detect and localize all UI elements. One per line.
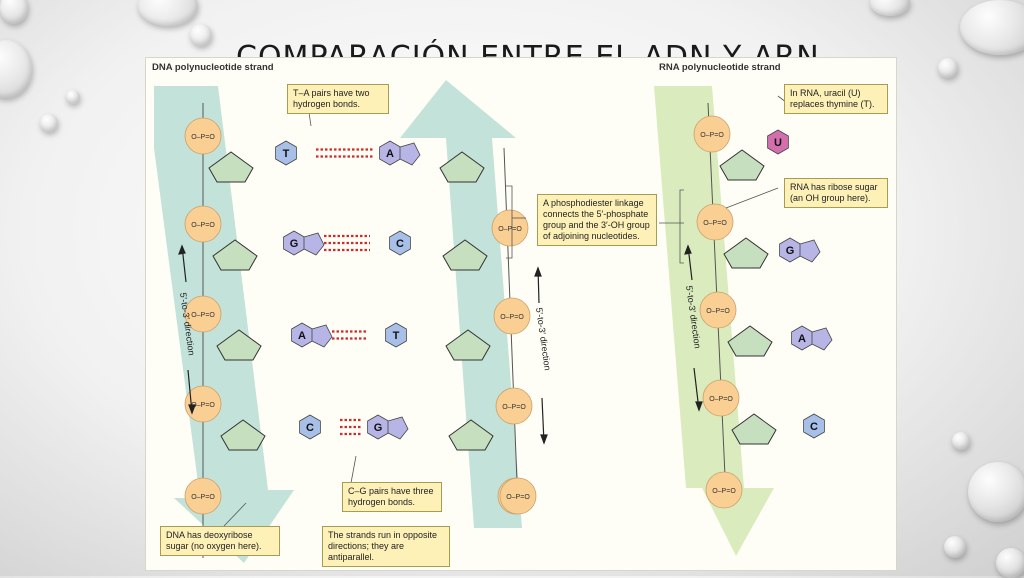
phosphate-group — [495, 387, 533, 425]
phosphate-group — [702, 379, 740, 417]
base-A-ring2 — [399, 142, 421, 166]
phosphate-group-label: O–P=O — [191, 494, 215, 501]
phosphate-group-label: O–P=O — [706, 308, 730, 315]
phosphate-group — [184, 295, 222, 333]
base-G-ring2 — [387, 416, 409, 440]
base-G-ring2 — [303, 232, 325, 256]
water-drop — [952, 432, 970, 450]
callout-ribose: RNA has ribose sugar (an OH group here). — [784, 178, 888, 208]
phosphate-group — [696, 203, 734, 241]
phosphate-group-label: O–P=O — [703, 220, 727, 227]
sugar-ring — [445, 329, 491, 361]
rna-base-letter-A: A — [798, 333, 806, 345]
rna-base-A-ring2 — [811, 327, 833, 351]
base-T — [275, 140, 297, 166]
sugar-ring — [216, 329, 262, 361]
phosphate-group-label: O–P=O — [712, 488, 736, 495]
phosphate-group — [184, 117, 222, 155]
phosphate-group-label: O–P=O — [700, 132, 724, 139]
phosphate-group — [499, 477, 537, 515]
small-direction-arrows — [178, 244, 703, 445]
rna-panel-title: RNA polynucleotide strand — [659, 62, 781, 73]
phosphate-group — [699, 291, 737, 329]
rna-base-letter-G: G — [786, 245, 795, 257]
callout-antiparallel: The strands run in opposite directions; … — [322, 526, 450, 567]
base-A-ring2 — [311, 324, 333, 348]
base-C — [389, 230, 411, 256]
water-drop — [944, 536, 966, 558]
callout-ta-pairs: T–A pairs have two hydrogen bonds. — [287, 84, 389, 114]
rna-base-letter-U: U — [774, 137, 782, 149]
nucleotide-figure: DNA polynucleotide strand RNA polynucleo… — [145, 57, 897, 571]
phosphate-group-label: O–P=O — [506, 494, 530, 501]
sugar-ring — [731, 413, 777, 445]
water-drop — [938, 58, 958, 78]
water-drop — [0, 0, 28, 24]
callout-uracil: In RNA, uracil (U) replaces thymine (T). — [784, 84, 888, 114]
phosphate-group — [493, 297, 531, 335]
dna-panel-title: DNA polynucleotide strand — [152, 62, 274, 73]
phosphate-group-label: O–P=O — [498, 226, 522, 233]
rna-base-letter-C: C — [810, 421, 818, 433]
water-drop — [968, 462, 1024, 522]
water-drop — [40, 114, 58, 132]
rna-base-C — [803, 413, 825, 439]
phosphate-group-label: O–P=O — [191, 134, 215, 141]
sugar-ring — [442, 239, 488, 271]
callout-deoxyribose: DNA has deoxyribose sugar (no oxygen her… — [160, 526, 280, 556]
water-drop — [870, 0, 910, 16]
sugar-ring — [208, 151, 254, 183]
water-drop — [138, 0, 198, 26]
water-drop — [960, 0, 1024, 55]
phosphate-group-label: O–P=O — [502, 404, 526, 411]
dna-right-direction-label: 5′-to-3′ direction — [534, 307, 553, 371]
phosphate-group-label: O–P=O — [191, 402, 215, 409]
sugar-ring — [723, 237, 769, 269]
water-drop — [190, 24, 212, 46]
dna-right-strand-arrow — [400, 80, 522, 528]
phosphate-group — [491, 209, 529, 247]
phosphate-group — [184, 477, 222, 515]
structure-diagram: O–P=O O–P=O O–P=O O–P=O O–P=O O–P=O O–P=O O–P=O… — [154, 80, 833, 563]
base-letter-C: C — [306, 422, 314, 434]
phosphate-group-label: O–P=O — [191, 312, 215, 319]
water-drop — [0, 40, 32, 98]
phosphate-group — [184, 205, 222, 243]
base-letter-C: C — [396, 238, 404, 250]
phosphate-group — [705, 471, 743, 509]
base-letter-A: A — [298, 330, 306, 342]
rna-base-U — [767, 129, 789, 155]
callout-cg-pairs: C–G pairs have three hydrogen bonds. — [342, 482, 442, 512]
sugar-ring — [448, 419, 494, 451]
sugar-ring — [439, 151, 485, 183]
phosphate-group — [184, 385, 222, 423]
sugar-ring — [212, 239, 258, 271]
sugar-ring — [220, 419, 266, 451]
water-drop — [66, 90, 80, 104]
phosphate-group — [693, 115, 731, 153]
water-drop — [996, 548, 1024, 578]
base-C — [299, 414, 321, 440]
phosphate-group-label: O–P=O — [709, 396, 733, 403]
sugar-ring — [727, 325, 773, 357]
phosphate-group-label: O–P=O — [191, 222, 215, 229]
base-letter-T: T — [393, 330, 400, 342]
base-T — [385, 322, 407, 348]
base-letter-T: T — [283, 148, 290, 160]
callout-phosphodiester: A phosphodiester linkage connects the 5′… — [537, 194, 657, 246]
base-letter-G: G — [290, 238, 299, 250]
phosphate-group-label: O–P=O — [500, 314, 524, 321]
sugar-ring — [719, 149, 765, 181]
base-letter-G: G — [374, 422, 383, 434]
rna-base-G-ring2 — [799, 239, 821, 263]
base-letter-A: A — [386, 148, 394, 160]
